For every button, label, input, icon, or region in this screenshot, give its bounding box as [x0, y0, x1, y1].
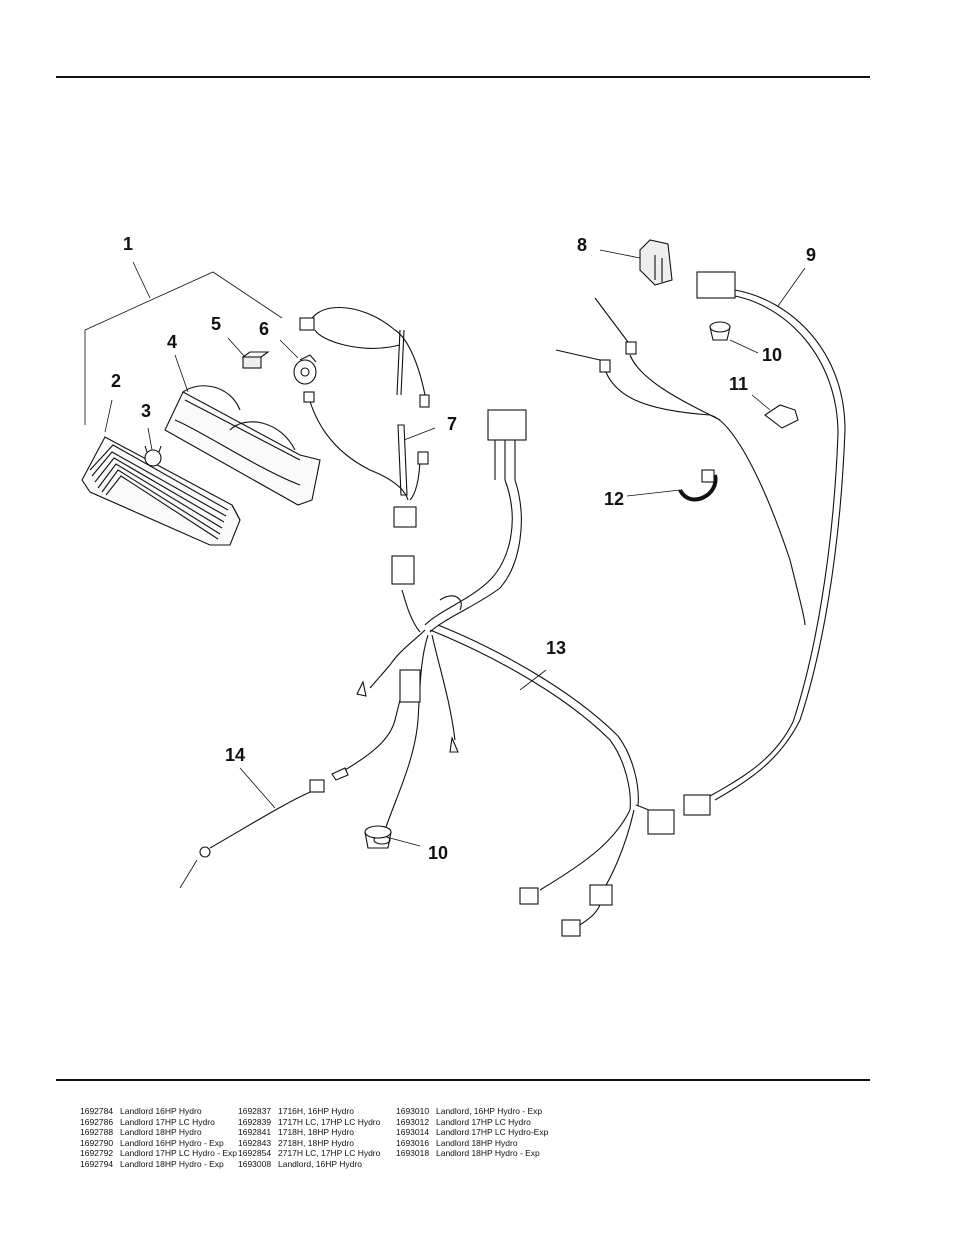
model-row: 1692854 2717H LC, 17HP LC Hydro	[238, 1148, 380, 1159]
model-row: 1692788 Landlord 18HP Hydro	[80, 1127, 237, 1138]
headlight-lens	[81, 436, 241, 546]
model-description: Landlord, 16HP Hydro - Exp	[436, 1106, 543, 1116]
model-row: 1692792 Landlord 17HP LC Hydro - Exp	[80, 1148, 237, 1159]
model-row: 1692790 Landlord 16HP Hydro - Exp	[80, 1138, 237, 1149]
wire-clip	[764, 404, 799, 429]
model-part-number: 1692837	[238, 1106, 272, 1116]
model-description: Landlord 18HP Hydro	[120, 1127, 202, 1138]
model-part-number: 1692792	[80, 1148, 114, 1159]
lamp-socket-icon	[293, 354, 317, 385]
top-rule	[56, 76, 870, 78]
model-description: 1717H LC, 17HP LC Hydro	[278, 1116, 381, 1127]
callout-12: 12	[604, 489, 624, 509]
model-row: 1692839 1717H LC, 17HP LC Hydro	[238, 1117, 380, 1128]
model-part-number: 1693018	[396, 1148, 430, 1159]
model-row: 1693012 Landlord 17HP LC Hydro	[396, 1117, 548, 1128]
model-part-number: 1693012	[396, 1116, 430, 1127]
callout-14: 14	[225, 745, 245, 765]
callout-1: 1	[123, 234, 133, 254]
model-row: 1693014 Landlord 17HP LC Hydro-Exp	[396, 1127, 548, 1138]
callout-6: 6	[259, 319, 269, 339]
leader-lines	[84, 249, 806, 889]
model-description: Landlord 17HP LC Hydro	[120, 1116, 215, 1127]
callout-7: 7	[447, 414, 457, 434]
model-description: Landlord 18HP Hydro	[436, 1137, 518, 1148]
model-description: Landlord 16HP Hydro - Exp	[120, 1137, 224, 1148]
callout-10-bottom: 10	[428, 843, 448, 863]
model-part-number: 1693010	[396, 1106, 430, 1116]
seat-switch	[639, 239, 673, 286]
model-row: 1692837 1716H, 16HP Hydro	[238, 1106, 380, 1117]
model-list-column-2: 1692837 1716H, 16HP Hydro 1692839 1717H LC…	[238, 1106, 380, 1170]
model-description: Landlord 18HP Hydro - Exp	[436, 1148, 540, 1159]
callout-13: 13	[546, 638, 566, 658]
model-list-column-3: 1693010 Landlord, 16HP Hydro - Exp 169301…	[396, 1106, 548, 1159]
model-description: Landlord 17HP LC Hydro	[436, 1116, 531, 1127]
callout-11: 11	[729, 374, 748, 394]
callout-10-top: 10	[762, 345, 782, 365]
model-part-number: 1692843	[238, 1137, 272, 1148]
model-row: 1692786 Landlord 17HP LC Hydro	[80, 1117, 237, 1128]
callout-3: 3	[141, 401, 151, 421]
bottom-rule	[56, 1079, 870, 1081]
callout-5: 5	[211, 314, 221, 334]
model-row: 1693010 Landlord, 16HP Hydro - Exp	[396, 1106, 548, 1117]
cable-tie	[678, 469, 718, 502]
model-part-number: 1692839	[238, 1116, 272, 1127]
model-description: 1718H, 18HP Hydro	[278, 1127, 354, 1138]
grommet	[364, 321, 731, 849]
bulb-icon	[144, 445, 162, 467]
model-row: 1693016 Landlord 18HP Hydro	[396, 1138, 548, 1149]
model-description: 1716H, 16HP Hydro	[278, 1106, 354, 1116]
model-row: 1692843 2718H, 18HP Hydro	[238, 1138, 380, 1149]
model-row: 1693018 Landlord 18HP Hydro - Exp	[396, 1148, 548, 1159]
model-row: 1692841 1718H, 18HP Hydro	[238, 1127, 380, 1138]
model-part-number: 1692786	[80, 1116, 114, 1127]
callout-4: 4	[167, 332, 177, 352]
model-part-number: 1692784	[80, 1106, 114, 1116]
callout-labels: 1 2 3 4 5 6 7 8 9 10 11 12 13 14 10	[111, 234, 816, 863]
model-part-number: 1692790	[80, 1137, 114, 1148]
model-row: 1692784 Landlord 16HP Hydro	[80, 1106, 237, 1117]
model-part-number: 1692854	[238, 1148, 272, 1159]
headlight-reflector	[164, 385, 321, 506]
model-part-number: 1693014	[396, 1127, 430, 1138]
model-part-number: 1692794	[80, 1158, 114, 1169]
model-part-number: 1693016	[396, 1137, 430, 1148]
model-description: 2718H, 18HP Hydro	[278, 1137, 354, 1148]
bulb-socket-icon	[242, 351, 270, 369]
model-row: 1693008 Landlord, 16HP Hydro	[238, 1159, 380, 1170]
main-harness	[356, 409, 675, 937]
model-part-number: 1692841	[238, 1127, 272, 1138]
switch-wires	[555, 297, 806, 626]
model-description: Landlord 17HP LC Hydro - Exp	[120, 1148, 238, 1159]
model-row: 1692794 Landlord 18HP Hydro - Exp	[80, 1159, 237, 1170]
callout-8: 8	[577, 235, 587, 255]
ground-wire	[199, 699, 401, 858]
model-description: Landlord 16HP Hydro	[120, 1106, 202, 1116]
model-part-number: 1692788	[80, 1127, 114, 1138]
model-description: Landlord 18HP Hydro - Exp	[120, 1158, 224, 1169]
callout-2: 2	[111, 371, 121, 391]
model-description: 2717H LC, 17HP LC Hydro	[278, 1148, 381, 1159]
headlight-harness	[299, 306, 430, 528]
seat-switch-harness	[683, 271, 846, 816]
model-description: Landlord 17HP LC Hydro-Exp	[436, 1127, 549, 1138]
model-part-number: 1693008	[238, 1158, 272, 1169]
model-description: Landlord, 16HP Hydro	[278, 1158, 362, 1169]
callout-9: 9	[806, 245, 816, 265]
